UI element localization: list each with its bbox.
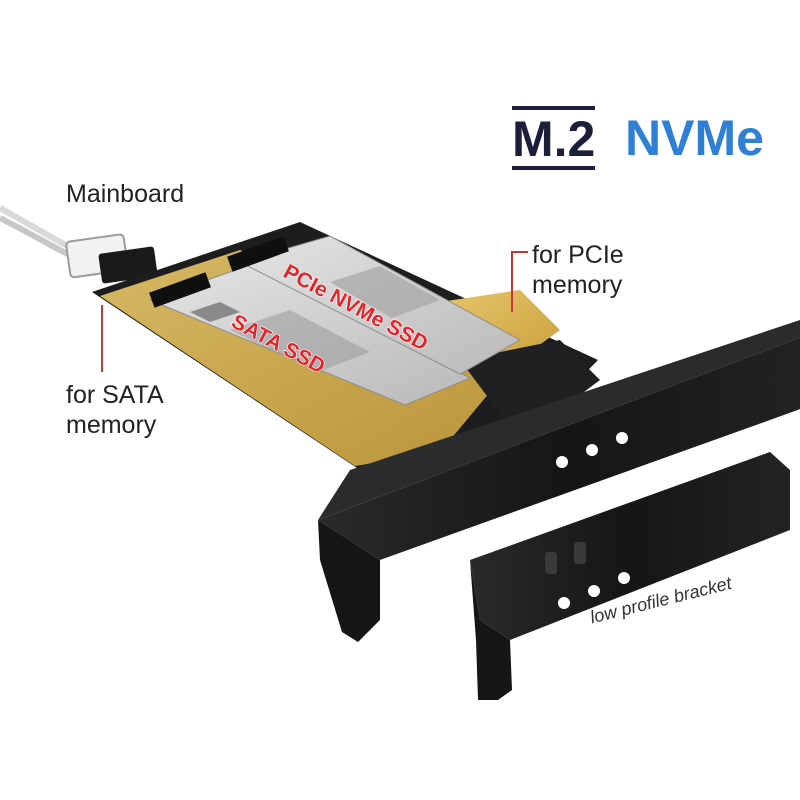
- bracket-vent-hole: [618, 572, 630, 584]
- brand-m2: M.2: [512, 106, 596, 170]
- bracket-vent-hole: [558, 597, 570, 609]
- sata-cable: [0, 205, 158, 284]
- sata-ssd: [148, 264, 472, 406]
- bracket-vent-hole: [616, 432, 628, 444]
- brand-m2-text: M.2: [512, 106, 596, 170]
- sata-memory-label: for SATA memory: [66, 380, 164, 440]
- pcie-nvme-ssd: [238, 235, 522, 375]
- brand-nvme: NVMe: [625, 110, 764, 166]
- sata-label-line2: memory: [66, 411, 157, 439]
- bracket-vent-hole: [586, 444, 598, 456]
- low-profile-bracket: [470, 452, 790, 700]
- leader-lines: [101, 251, 528, 372]
- pcie-leader-line: [511, 251, 528, 312]
- bracket-vent-hole: [556, 456, 568, 468]
- pcie-label-line1: for PCIe: [532, 241, 624, 269]
- sata-label-line1: for SATA: [66, 381, 164, 409]
- full-height-bracket: [318, 320, 800, 642]
- pcie-label-line2: memory: [532, 271, 623, 299]
- mainboard-label: Mainboard: [66, 180, 185, 208]
- pcie-m2-connector: [227, 236, 289, 272]
- pcie-memory-label: for PCIe memory: [532, 240, 624, 300]
- bracket-vent-hole: [588, 585, 600, 597]
- sata-m2-connector: [149, 272, 211, 308]
